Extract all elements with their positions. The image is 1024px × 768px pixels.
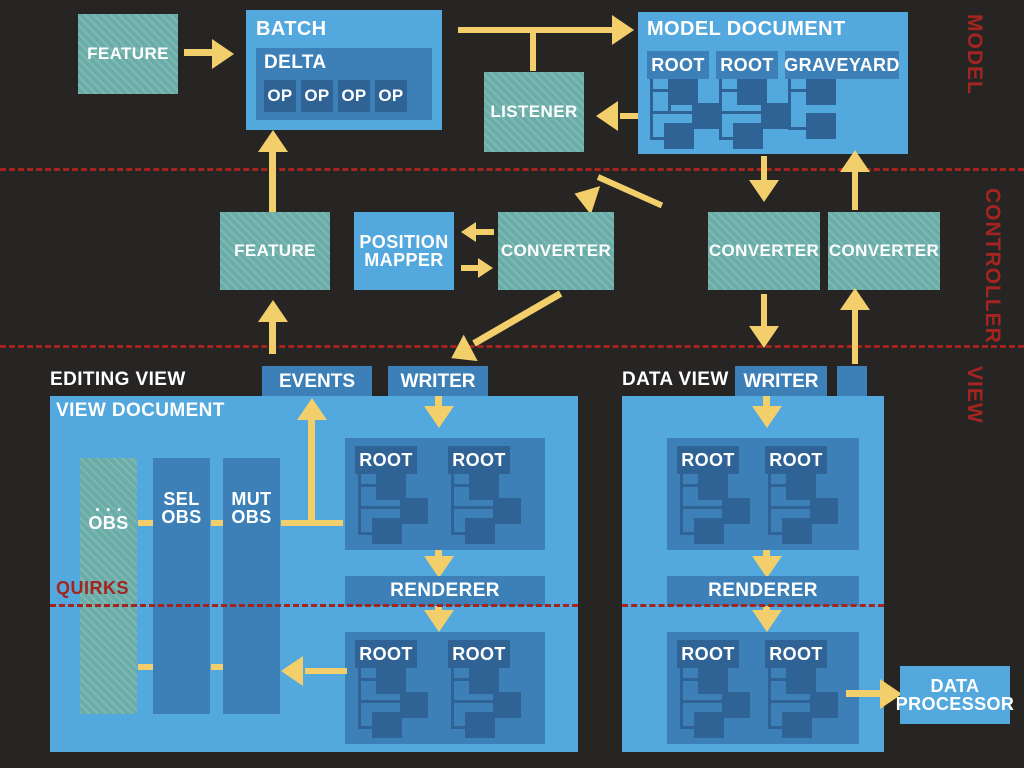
editing-converter-box[interactable]: CONVERTER xyxy=(498,212,614,290)
layer-label-controller: CONTROLLER xyxy=(981,188,1004,344)
editing-view-panel[interactable]: VIEW DOCUMENT . . . OBS SEL OBS MUT OBS xyxy=(50,396,578,752)
data-upper-root-0[interactable]: ROOT xyxy=(677,446,739,474)
delta-op-0[interactable]: OP xyxy=(264,80,296,112)
tree-glyph xyxy=(768,474,848,544)
observer-connector xyxy=(211,520,223,526)
layer-label-model: MODEL xyxy=(963,14,986,95)
delta-op-1[interactable]: OP xyxy=(301,80,333,112)
layer-label-view: VIEW xyxy=(963,366,986,424)
quirks-label: QUIRKS xyxy=(56,578,130,598)
editing-upper-root-0[interactable]: ROOT xyxy=(355,446,417,474)
observer-mutation-line1: MUT xyxy=(231,489,272,509)
editing-upper-roots-panel[interactable]: ROOT ROOT xyxy=(345,438,545,550)
position-mapper-line1: POSITION xyxy=(359,231,449,252)
batch-title: BATCH xyxy=(256,18,327,40)
observer-mutation-line2: OBS xyxy=(231,507,272,528)
tree-glyph xyxy=(680,474,760,544)
position-mapper-line2: MAPPER xyxy=(364,250,444,270)
quirks-separator xyxy=(50,604,578,607)
controller-feature-box[interactable]: FEATURE xyxy=(220,212,330,290)
observer-connector xyxy=(211,664,223,670)
tree-glyph xyxy=(719,79,797,149)
tab-editing-writer[interactable]: WRITER xyxy=(388,366,488,397)
observer-selection-line1: SEL xyxy=(163,489,200,509)
tab-data-extra[interactable] xyxy=(837,366,867,397)
delta-title: DELTA xyxy=(264,52,327,73)
view-document-title: VIEW DOCUMENT xyxy=(56,400,225,421)
editing-lower-roots-panel[interactable]: ROOT ROOT xyxy=(345,632,545,744)
model-document-title: MODEL DOCUMENT xyxy=(647,18,846,40)
editing-lower-root-1[interactable]: ROOT xyxy=(448,640,510,668)
editing-renderer[interactable]: RENDERER xyxy=(345,576,545,606)
tree-glyph xyxy=(680,668,760,738)
observer-other[interactable]: . . . OBS xyxy=(80,458,137,714)
editing-lower-root-0[interactable]: ROOT xyxy=(355,640,417,668)
tree-glyph xyxy=(358,668,438,738)
delta-op-2[interactable]: OP xyxy=(338,80,370,112)
separator-model-controller xyxy=(0,168,1024,171)
tree-glyph xyxy=(650,79,728,149)
editing-view-title: EDITING VIEW xyxy=(50,369,186,390)
data-view-title: DATA VIEW xyxy=(622,369,729,390)
data-view-quirks-separator xyxy=(622,604,884,607)
observer-selection[interactable]: SEL OBS xyxy=(153,458,210,714)
tab-data-writer[interactable]: WRITER xyxy=(735,366,827,397)
tree-glyph xyxy=(768,668,848,738)
observer-mutation[interactable]: MUT OBS xyxy=(223,458,280,714)
model-document-root-1[interactable]: ROOT xyxy=(716,51,778,79)
data-renderer[interactable]: RENDERER xyxy=(667,576,859,606)
separator-controller-view xyxy=(0,345,1024,348)
tree-glyph xyxy=(358,474,438,544)
data-processor-line1: DATA xyxy=(930,675,980,696)
data-converter-down-box[interactable]: CONVERTER xyxy=(708,212,820,290)
observer-other-line2: OBS xyxy=(88,513,129,534)
model-document-graveyard[interactable]: GRAVEYARD xyxy=(784,51,899,79)
data-processor-box[interactable]: DATA PROCESSOR xyxy=(896,666,1014,724)
observer-other-line1: . . . xyxy=(94,495,122,515)
position-mapper-box[interactable]: POSITION MAPPER xyxy=(354,212,454,290)
data-converter-up-box[interactable]: CONVERTER xyxy=(828,212,940,290)
data-upper-roots-panel[interactable]: ROOT ROOT xyxy=(667,438,859,550)
tab-editing-events[interactable]: EVENTS xyxy=(262,366,372,397)
batch-panel[interactable]: BATCH DELTA OP OP OP OP xyxy=(246,10,442,130)
data-lower-root-0[interactable]: ROOT xyxy=(677,640,739,668)
data-upper-root-1[interactable]: ROOT xyxy=(765,446,827,474)
editing-upper-root-1[interactable]: ROOT xyxy=(448,446,510,474)
tree-glyph xyxy=(451,668,531,738)
listener-box[interactable]: LISTENER xyxy=(484,72,584,152)
tree-glyph xyxy=(788,79,858,145)
observer-selection-line2: OBS xyxy=(161,507,202,528)
data-lower-root-1[interactable]: ROOT xyxy=(765,640,827,668)
data-view-panel[interactable]: ROOT ROOT xyxy=(622,396,884,752)
model-document-panel[interactable]: MODEL DOCUMENT ROOT ROOT GRAVEYARD xyxy=(638,12,908,154)
data-processor-line2: PROCESSOR xyxy=(895,694,1015,714)
model-document-root-0[interactable]: ROOT xyxy=(647,51,709,79)
model-feature-box[interactable]: FEATURE xyxy=(78,14,178,94)
delta-panel[interactable]: DELTA OP OP OP OP xyxy=(256,48,432,120)
delta-op-3[interactable]: OP xyxy=(375,80,407,112)
observer-connector xyxy=(138,520,153,526)
data-lower-roots-panel[interactable]: ROOT ROOT xyxy=(667,632,859,744)
tree-glyph xyxy=(451,474,531,544)
observer-connector xyxy=(138,664,153,670)
